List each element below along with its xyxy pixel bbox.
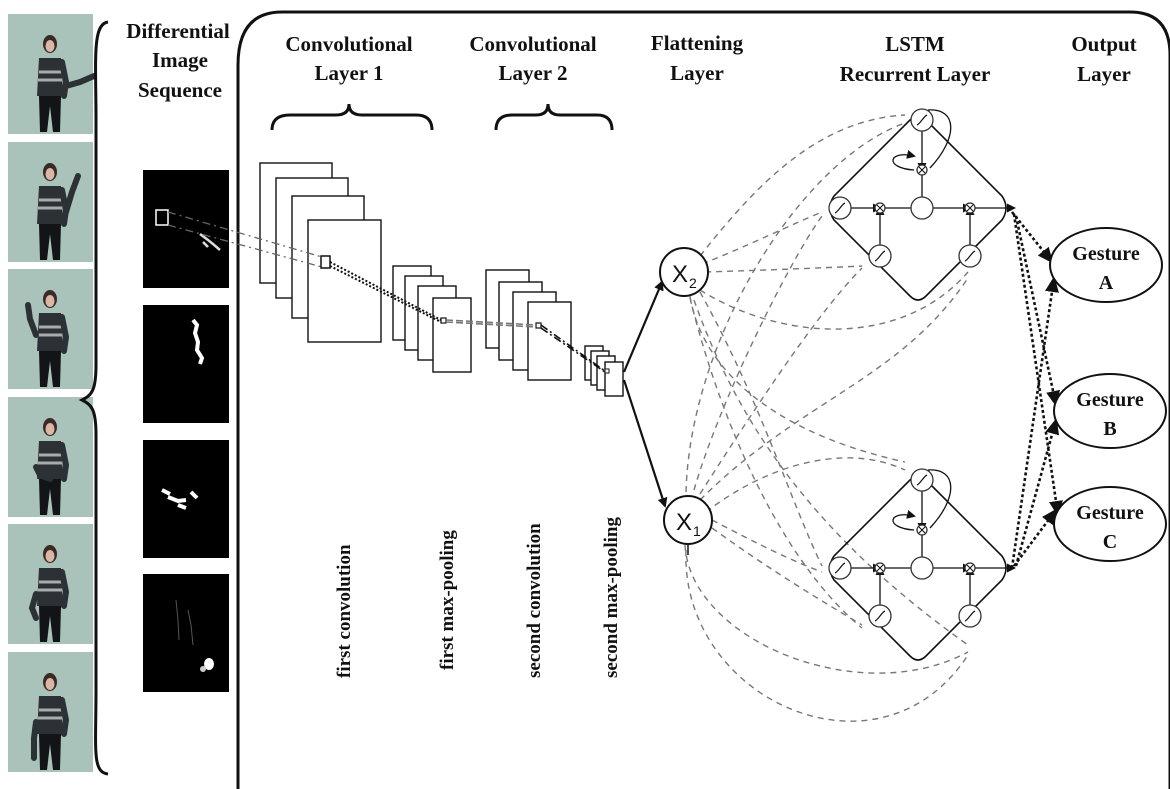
lstm-to-output-connections: [1010, 211, 1063, 569]
differential-images: [143, 170, 229, 692]
receptive-field-links: [167, 211, 606, 373]
x1-subscript: 1: [693, 523, 701, 539]
lstm-cell-bottom: [828, 468, 1016, 661]
lstm-cell-top: [828, 108, 1016, 301]
header-lstm-line1: LSTM: [885, 32, 945, 56]
first-max-pooling-maps: [392, 265, 472, 373]
video-frame-4: [8, 397, 93, 517]
differential-image-2: [143, 305, 229, 423]
conv1-brace: [270, 103, 434, 131]
header-output-line2: Layer: [1077, 62, 1131, 86]
header-conv1-line1: Convolutional: [285, 32, 412, 56]
output-gesture-a: Gesture A: [1049, 227, 1163, 303]
header-differential-line1: Differential: [126, 19, 230, 43]
flatten-node-x2: X 2: [659, 247, 709, 297]
differential-image-4: [143, 574, 229, 692]
x1-letter: X: [676, 509, 692, 536]
lstm-cell-state: [910, 556, 934, 580]
header-output-line1: Output: [1071, 32, 1136, 56]
header-conv1-line2: Layer 1: [314, 61, 383, 85]
header-differential-line2: Image: [152, 48, 208, 72]
network-panel: [236, 10, 1170, 789]
video-frame-5: [8, 524, 93, 644]
video-frame-2: [8, 142, 93, 262]
video-frame-1: [8, 14, 97, 134]
gesture-a-letter: A: [1099, 272, 1114, 294]
gesture-a-word: Gesture: [1072, 243, 1140, 265]
sequence-brace: [78, 20, 109, 776]
label-second-max-pooling: second max-pooling: [601, 517, 622, 678]
header-conv2-line1: Convolutional: [469, 32, 596, 56]
gesture-c-letter: C: [1103, 531, 1117, 553]
output-gesture-c: Gesture C: [1053, 486, 1167, 562]
video-frame-column: [8, 14, 97, 772]
gesture-b-word: Gesture: [1076, 389, 1144, 411]
flatten-to-lstm-connections: [684, 114, 969, 722]
conv2-brace: [494, 103, 614, 131]
label-second-convolution: second convolution: [524, 523, 545, 678]
differential-image-3: [143, 440, 229, 558]
output-gesture-b: Gesture B: [1053, 373, 1167, 449]
header-lstm-line2: Recurrent Layer: [840, 62, 991, 86]
lstm-cell-state: [910, 196, 934, 220]
flatten-node-x1: X 1: [663, 495, 713, 555]
gesture-c-word: Gesture: [1076, 502, 1144, 524]
header-conv2-line2: Layer 2: [498, 61, 567, 85]
label-first-max-pooling: first max-pooling: [437, 530, 458, 670]
differential-image-1: [143, 170, 229, 288]
header-flatten-line1: Flattening: [651, 31, 744, 55]
gesture-b-letter: B: [1103, 418, 1116, 440]
x2-subscript: 2: [689, 275, 697, 291]
header-differential-line3: Sequence: [138, 78, 222, 102]
arrow-to-x2: [622, 280, 664, 373]
arrow-to-x1: [622, 379, 668, 508]
second-convolution-maps: [485, 269, 572, 381]
x2-letter: X: [672, 261, 688, 288]
video-frame-3: [8, 269, 93, 389]
label-first-convolution: first convolution: [334, 544, 355, 678]
first-convolution-maps: [259, 162, 382, 343]
header-flatten-line2: Layer: [670, 61, 724, 85]
video-frame-6: [8, 652, 93, 772]
